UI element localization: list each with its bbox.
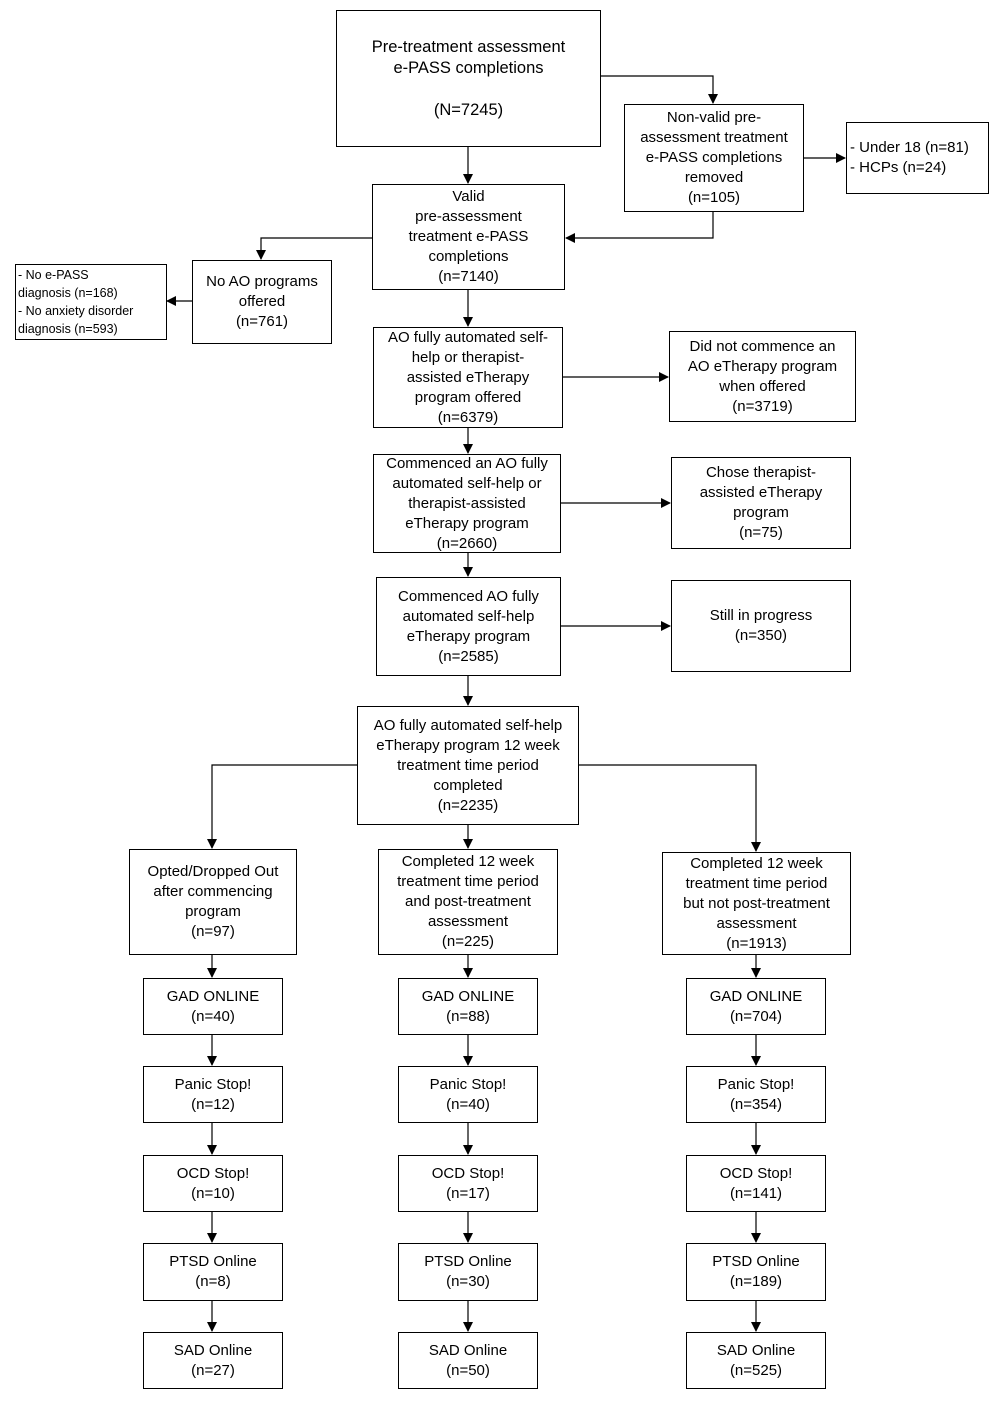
program-text: GAD ONLINE (n=704) bbox=[709, 987, 803, 1025]
in-progress-text: Still in progress (n=350) bbox=[709, 607, 813, 644]
program-text: OCD Stop! (n=141) bbox=[719, 1164, 793, 1202]
completed-period-text: AO fully automated self-help eTherapy pr… bbox=[373, 716, 563, 814]
no-ao-text: No AO programs offered (n=761) bbox=[206, 273, 318, 330]
arrow-completed-to-dropped bbox=[207, 764, 357, 849]
in-progress-box: Still in progress (n=350) bbox=[671, 580, 851, 672]
non-valid-box: Non-valid pre- assessment treatment e-PA… bbox=[624, 104, 804, 212]
completed-period-box: AO fully automated self-help eTherapy pr… bbox=[357, 706, 579, 825]
non-valid-text: Non-valid pre- assessment treatment e-PA… bbox=[640, 109, 788, 206]
removed-detail-box: - Under 18 (n=81) - HCPs (n=24) bbox=[846, 122, 989, 194]
valid-text: Valid pre-assessment treatment e-PASS co… bbox=[408, 188, 529, 285]
program-box: Panic Stop! (n=40) bbox=[398, 1066, 538, 1123]
did-not-commence-box: Did not commence an AO eTherapy program … bbox=[669, 331, 856, 422]
program-box: PTSD Online (n=8) bbox=[143, 1243, 283, 1301]
arrow-valid-to-noao bbox=[256, 237, 372, 260]
program-box: PTSD Online (n=189) bbox=[686, 1243, 826, 1301]
program-box: GAD ONLINE (n=88) bbox=[398, 978, 538, 1035]
column-header-text: Opted/Dropped Out after commencing progr… bbox=[147, 863, 279, 940]
program-text: PTSD Online (n=30) bbox=[424, 1253, 512, 1290]
program-box: PTSD Online (n=30) bbox=[398, 1243, 538, 1301]
pre-treatment-text: Pre-treatment assessment e-PASS completi… bbox=[371, 37, 566, 119]
column-completed-no-post-header: Completed 12 week treatment time period … bbox=[662, 852, 851, 955]
offered-text: AO fully automated self- help or therapi… bbox=[387, 328, 549, 426]
program-box: Panic Stop! (n=354) bbox=[686, 1066, 826, 1123]
program-text: GAD ONLINE (n=40) bbox=[166, 987, 260, 1025]
program-text: Panic Stop! (n=354) bbox=[717, 1075, 795, 1113]
column-dropped-out-header: Opted/Dropped Out after commencing progr… bbox=[129, 849, 297, 955]
commenced-any-text: Commenced an AO fully automated self-hel… bbox=[386, 454, 548, 552]
program-text: OCD Stop! (n=17) bbox=[431, 1164, 505, 1202]
program-box: GAD ONLINE (n=704) bbox=[686, 978, 826, 1035]
valid-box: Valid pre-assessment treatment e-PASS co… bbox=[372, 184, 565, 290]
program-box: GAD ONLINE (n=40) bbox=[143, 978, 283, 1035]
commenced-self-help-text: Commenced AO fully automated self-help e… bbox=[398, 587, 539, 665]
did-not-commence-text: Did not commence an AO eTherapy program … bbox=[687, 337, 838, 415]
arrow-completed-to-nopost bbox=[579, 764, 761, 852]
column-header-text: Completed 12 week treatment time period … bbox=[397, 853, 539, 950]
arrow-nonvalid-to-valid bbox=[565, 212, 714, 243]
program-box: OCD Stop! (n=10) bbox=[143, 1155, 283, 1212]
program-box: SAD Online (n=50) bbox=[398, 1332, 538, 1389]
program-text: SAD Online (n=27) bbox=[173, 1341, 253, 1379]
no-ao-detail-box: - No e-PASS diagnosis (n=168) - No anxie… bbox=[15, 264, 167, 340]
offered-box: AO fully automated self- help or therapi… bbox=[373, 327, 563, 428]
program-text: PTSD Online (n=8) bbox=[169, 1253, 257, 1290]
program-box: OCD Stop! (n=17) bbox=[398, 1155, 538, 1212]
arrow-pre-to-nonvalid bbox=[601, 75, 718, 104]
program-text: PTSD Online (n=189) bbox=[712, 1253, 800, 1290]
removed-detail-text: - Under 18 (n=81) - HCPs (n=24) bbox=[850, 139, 969, 176]
no-ao-box: No AO programs offered (n=761) bbox=[192, 260, 332, 344]
program-box: SAD Online (n=525) bbox=[686, 1332, 826, 1389]
no-ao-detail-text: - No e-PASS diagnosis (n=168) - No anxie… bbox=[18, 268, 134, 336]
program-text: Panic Stop! (n=40) bbox=[429, 1075, 507, 1113]
program-box: Panic Stop! (n=12) bbox=[143, 1066, 283, 1123]
program-text: SAD Online (n=50) bbox=[428, 1341, 508, 1379]
program-text: GAD ONLINE (n=88) bbox=[421, 987, 515, 1025]
column-header-text: Completed 12 week treatment time period … bbox=[683, 854, 830, 952]
program-box: SAD Online (n=27) bbox=[143, 1332, 283, 1389]
program-text: Panic Stop! (n=12) bbox=[174, 1075, 252, 1113]
chose-therapist-box: Chose therapist- assisted eTherapy progr… bbox=[671, 457, 851, 549]
commenced-self-help-box: Commenced AO fully automated self-help e… bbox=[376, 577, 561, 676]
column-completed-post-header: Completed 12 week treatment time period … bbox=[378, 849, 558, 955]
pre-treatment-box: Pre-treatment assessment e-PASS completi… bbox=[336, 10, 601, 147]
program-box: OCD Stop! (n=141) bbox=[686, 1155, 826, 1212]
program-text: SAD Online (n=525) bbox=[716, 1341, 796, 1379]
program-text: OCD Stop! (n=10) bbox=[176, 1164, 250, 1202]
chose-therapist-text: Chose therapist- assisted eTherapy progr… bbox=[699, 464, 823, 541]
commenced-any-box: Commenced an AO fully automated self-hel… bbox=[373, 454, 561, 553]
